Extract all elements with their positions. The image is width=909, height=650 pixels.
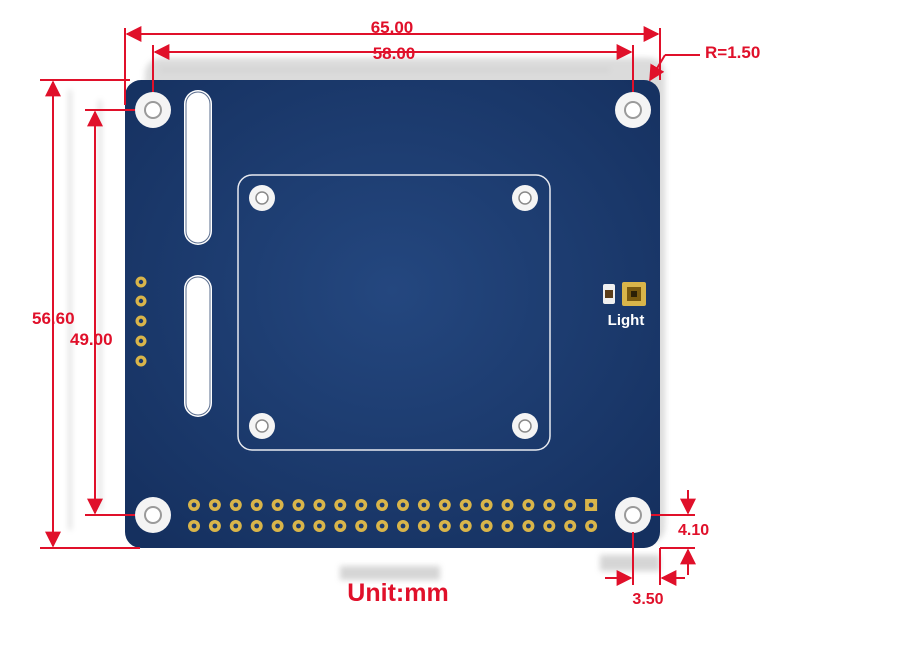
gpio-pad-hole <box>588 502 594 508</box>
gpio-pad-hole <box>400 502 406 508</box>
label-offset-vertical: 4.10 <box>678 522 709 539</box>
mounting-hole-bottom-right <box>615 497 651 533</box>
gpio-pad-hole <box>463 502 469 508</box>
dimension-lines <box>40 26 700 586</box>
gpio-pad-hole <box>275 502 280 508</box>
gpio-pad-hole <box>400 523 406 529</box>
label-width-overall: 65.00 <box>371 18 414 37</box>
dim-radius-leader <box>649 54 666 82</box>
unit-label: Unit:mm <box>347 579 448 607</box>
pcb-board: Light <box>125 80 660 548</box>
gpio-pad-hole <box>484 502 489 508</box>
label-width-holes: 58.00 <box>373 44 416 63</box>
gpio-pad-hole <box>317 523 322 529</box>
light-sensor-icon <box>603 282 646 306</box>
gpio-pad-hole <box>567 523 573 529</box>
gpio-pad-hole <box>337 502 343 508</box>
gpio-pad-hole <box>379 523 385 529</box>
module-hole-br <box>512 413 538 439</box>
gpio-pad-hole <box>546 502 552 508</box>
gpio-pad-hole <box>296 523 301 529</box>
gpio-pad-hole <box>421 502 427 508</box>
gpio-pad-hole <box>296 502 301 508</box>
gpio-pad-hole <box>505 502 510 508</box>
gpio-pad-hole <box>526 523 531 529</box>
cable-slot-upper <box>184 90 212 245</box>
module-hole-tr <box>512 185 538 211</box>
mounting-hole-bottom-left <box>135 497 171 533</box>
gpio-pad-hole <box>546 523 552 529</box>
gpio-pad-hole <box>505 523 510 529</box>
label-height-overall: 56.60 <box>32 309 75 328</box>
gpio-pad-hole <box>379 502 385 508</box>
gpio-pad-hole <box>442 502 448 508</box>
label-height-holes: 49.00 <box>70 330 113 349</box>
gpio-pad-hole <box>588 523 594 529</box>
gpio-header <box>188 499 598 532</box>
gpio-pad-hole <box>254 523 260 529</box>
light-label: Light <box>608 312 645 329</box>
gpio-pad-hole <box>337 523 343 529</box>
gpio-pad-hole <box>567 502 573 508</box>
module-hole-tl <box>249 185 275 211</box>
module-outline <box>237 174 551 451</box>
gpio-pad-hole <box>317 502 322 508</box>
label-offset-horizontal: 3.50 <box>632 591 663 608</box>
gpio-pad-hole <box>254 502 260 508</box>
gpio-pad-hole <box>275 523 280 529</box>
gpio-pad-hole <box>526 502 531 508</box>
gpio-pad-hole <box>358 523 364 529</box>
cable-slot-lower <box>184 275 212 417</box>
gpio-pad-hole <box>212 502 218 508</box>
gpio-pad-hole <box>233 502 239 508</box>
gpio-pad-hole <box>191 523 197 529</box>
gpio-pad-hole <box>484 523 489 529</box>
gpio-pad-hole <box>442 523 448 529</box>
gpio-pad-hole <box>191 502 197 508</box>
gpio-pad-hole <box>358 502 364 508</box>
gpio-pad-hole <box>233 523 239 529</box>
mounting-hole-top-right <box>615 92 651 128</box>
gpio-pad-hole <box>421 523 427 529</box>
module-hole-bl <box>249 413 275 439</box>
gpio-pad-hole <box>212 523 218 529</box>
gpio-pad-hole <box>463 523 469 529</box>
label-corner-radius: R=1.50 <box>705 43 760 62</box>
mounting-hole-top-left <box>135 92 171 128</box>
